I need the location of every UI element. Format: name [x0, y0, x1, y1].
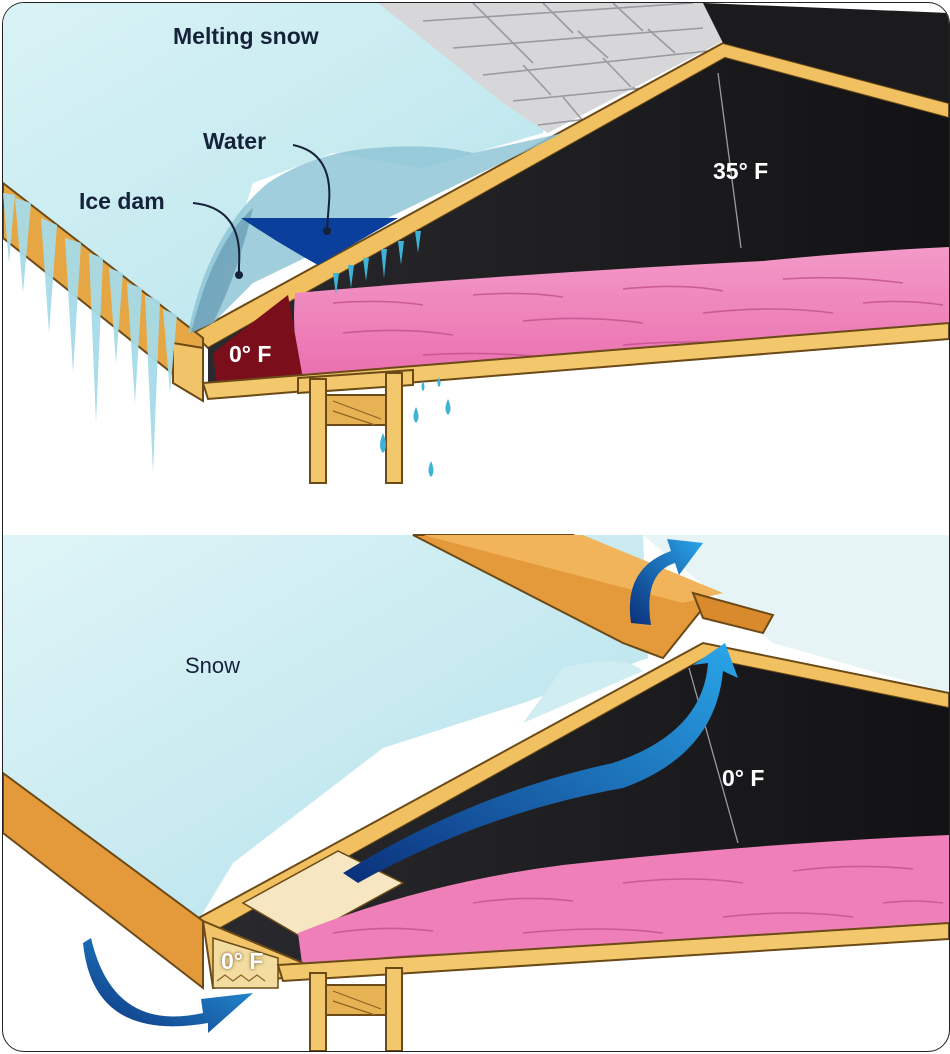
attic-airflow-arrow: [343, 643, 738, 883]
attic-drips: [333, 231, 451, 477]
ridge-vent: [412, 534, 775, 660]
roof-shingles: [378, 3, 723, 133]
insulation-batt: [294, 247, 949, 379]
water-leader: [292, 144, 331, 230]
icicles: [3, 193, 177, 473]
water-pool: [241, 218, 398, 265]
attic-space-bottom: [208, 658, 949, 968]
warm-eave: [213, 295, 303, 393]
eave-temp-bottom: 0° F: [221, 948, 264, 974]
insulation-batt-bottom: [298, 835, 949, 971]
snow-layer: [3, 3, 563, 338]
roof-deck-edge-bottom: [191, 641, 949, 937]
wall-studs: [309, 372, 403, 484]
attic-temp-top: 35° F: [713, 158, 769, 184]
eave-temp-top: 0° F: [229, 341, 272, 367]
ice-dam: [188, 133, 563, 333]
ice-dam-illustration: [3, 3, 949, 484]
melting-snow-label: Melting snow: [173, 23, 319, 49]
snow-layer-bottom: [3, 535, 648, 921]
snow-label: Snow: [185, 653, 241, 678]
attic-temp-bottom: 0° F: [722, 765, 765, 791]
wall-studs-bottom: [309, 967, 403, 1051]
ice-dam-leader: [192, 202, 241, 273]
ridge-exhaust-arrow: [629, 539, 703, 625]
ice-dam-label: Ice dam: [79, 188, 165, 214]
water-label: Water: [203, 128, 267, 154]
fascia-board-bottom: [3, 771, 204, 991]
vent-baffle: [241, 850, 405, 939]
